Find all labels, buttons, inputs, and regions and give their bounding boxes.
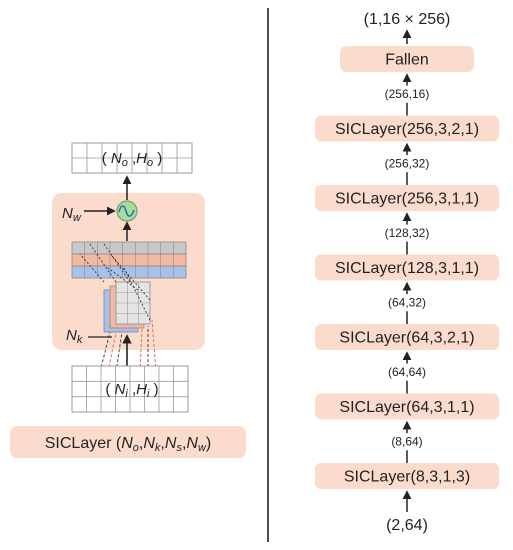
edge-label-bg-1 — [377, 85, 437, 102]
edge-label-bg-6 — [377, 433, 437, 450]
edge-label-2: (256,32) — [385, 156, 430, 170]
layer-box-7 — [315, 463, 499, 489]
edge-label-4: (64,32) — [388, 295, 426, 309]
layer-box-5 — [315, 324, 499, 350]
layer-label-2: SICLayer(256,3,2,1) — [335, 121, 479, 138]
edge-label-6: (8,64) — [391, 434, 422, 448]
layer-box-1 — [340, 46, 474, 72]
edge-label-1: (256,16) — [385, 87, 430, 101]
edge-label-bg-2 — [377, 155, 437, 172]
output-tensor-label: ( No ,Ho ) — [102, 150, 163, 169]
input-shape: (2,64) — [386, 517, 428, 534]
edge-label-5: (64,64) — [388, 365, 426, 379]
input-connections — [99, 319, 157, 373]
layer-box-6 — [315, 393, 499, 420]
activation-icon — [116, 200, 138, 222]
output-tensor-grid — [71, 142, 193, 174]
kernel-stack — [103, 281, 151, 333]
layer-label-6: SICLayer(64,3,1,1) — [339, 399, 474, 416]
edge-label-bg-3 — [377, 224, 437, 241]
output-shape: (1,16 × 256) — [364, 11, 451, 28]
edge-label-bg-4 — [377, 294, 437, 311]
layer-label-1: Fallen — [385, 52, 429, 69]
edge-label-3: (128,32) — [385, 226, 430, 240]
sic-layer-schematic: ( No ,Ho ) Nw — [10, 142, 246, 458]
edge-label-bg-5 — [377, 363, 437, 380]
nk-label: Nk — [66, 327, 83, 346]
layer-box-3 — [315, 185, 499, 211]
layer-label-3: SICLayer(256,3,1,1) — [335, 191, 479, 208]
input-tensor-label: ( Ni ,Hi ) — [105, 381, 158, 400]
feature-rows — [71, 241, 187, 279]
kernel-connections — [79, 243, 151, 321]
layer-label-4: SICLayer(128,3,1,1) — [335, 260, 479, 277]
layer-label-7: SICLayer(8,3,1,3) — [344, 469, 470, 486]
layer-label-5: SICLayer(64,3,2,1) — [339, 330, 474, 347]
layer-box-2 — [315, 115, 499, 142]
signature-label: SICLayer (No,Nk,Ns,Nw) — [45, 435, 211, 454]
signature-box — [10, 426, 246, 458]
input-tensor-grid — [71, 365, 189, 413]
nw-label: Nw — [62, 205, 82, 224]
layer-box-4 — [315, 254, 499, 281]
